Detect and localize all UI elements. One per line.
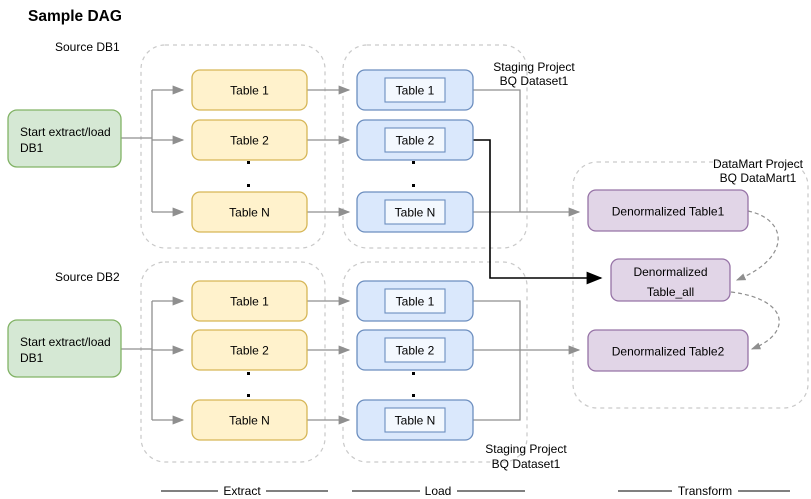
load-group1: Table 1 Table 2 Table N xyxy=(356,69,474,233)
start-node-db1: Start extract/load DB1 xyxy=(7,109,122,168)
denormalized-table2-box xyxy=(587,329,749,372)
extract2-table1-box xyxy=(191,280,308,322)
datamart-label-line1: DataMart Project xyxy=(713,157,804,171)
load-group2: Table 1 Table 2 Table N xyxy=(356,280,474,441)
start-node-db2-box xyxy=(7,319,122,378)
start-node-db2-line1: Start extract/load xyxy=(20,335,111,349)
transform-phase-label: Transform xyxy=(678,484,732,498)
connector-table-all-to-denorm-table2-curve xyxy=(730,291,780,350)
denormalized-table-all-line2: Table_all xyxy=(647,285,694,299)
extract-group2: Table 1 Table 2 Table N xyxy=(191,280,308,441)
extract1-table1-label: Table 1 xyxy=(230,83,269,97)
extract1-table2-label: Table 2 xyxy=(230,133,269,147)
phase-legend: Extract Load Transform xyxy=(161,484,790,498)
start-node-db1-line2: DB1 xyxy=(20,141,44,155)
denormalized-table1-box xyxy=(587,189,749,232)
load1-tableN-inner-box xyxy=(384,199,446,225)
staging-top-line2: BQ Dataset1 xyxy=(500,74,569,88)
connectors-extract-to-load xyxy=(307,85,351,425)
staging-bottom-line2: BQ Dataset1 xyxy=(492,457,561,471)
extract2-table2-label: Table 2 xyxy=(230,343,269,357)
load-group2-container xyxy=(342,261,528,463)
extract1-table1-box xyxy=(191,69,308,111)
source-db1-label: Source DB1 xyxy=(55,40,120,54)
connector-load2-merge xyxy=(473,300,521,421)
connectors-start1 xyxy=(121,85,185,217)
source-db2-label: Source DB2 xyxy=(55,270,120,284)
ellipsis-dot xyxy=(247,161,250,164)
extract2-tableN-box xyxy=(191,399,308,441)
load1-table2-label: Table 2 xyxy=(396,133,435,147)
connector-load1-table2-to-table-all xyxy=(473,139,603,285)
load-group1-container xyxy=(342,44,528,249)
connector-load1-table1-merge xyxy=(473,89,521,212)
load2-table2-inner-box xyxy=(384,337,446,363)
denormalized-table2-label: Denormalized Table2 xyxy=(612,345,725,359)
load2-tableN-inner-box xyxy=(384,407,446,433)
extract-phase-label: Extract xyxy=(223,484,261,498)
extract1-tableN-label: Table N xyxy=(229,205,270,219)
denormalized-table2-node: Denormalized Table2 xyxy=(587,329,749,372)
start-node-db2: Start extract/load DB1 xyxy=(7,319,122,378)
extract-group1: Table 1 Table 2 Table N xyxy=(191,69,308,233)
connector-denorm-table1-to-table-all-curve xyxy=(735,210,779,281)
ellipsis-dot xyxy=(412,394,415,397)
ellipsis-dot xyxy=(247,394,250,397)
ellipsis-dot xyxy=(412,184,415,187)
ellipsis-dot xyxy=(247,184,250,187)
load2-tableN-label: Table N xyxy=(395,413,436,427)
start-node-db1-line1: Start extract/load xyxy=(20,125,111,139)
extract2-table2-box xyxy=(191,329,308,371)
load-phase-label: Load xyxy=(425,484,452,498)
denormalized-table-all-line1: Denormalized xyxy=(633,265,707,279)
ellipsis-dot xyxy=(412,372,415,375)
start-node-db2-line2: DB1 xyxy=(20,351,44,365)
connectors-load2-to-datamart xyxy=(473,300,581,421)
extract1-table2-box xyxy=(191,119,308,161)
staging-label-bottom: Staging Project BQ Dataset1 xyxy=(485,442,567,471)
extract2-table1-label: Table 1 xyxy=(230,294,269,308)
load1-table2-inner-box xyxy=(384,127,446,153)
denormalized-table1-label: Denormalized Table1 xyxy=(612,205,725,219)
extract-group2-container xyxy=(140,261,326,463)
load1-table1-inner-box xyxy=(384,77,446,103)
datamart-label: DataMart Project BQ DataMart1 xyxy=(713,157,804,185)
staging-label-top: Staging Project BQ Dataset1 xyxy=(493,60,575,88)
ellipsis-dot xyxy=(247,372,250,375)
extract-group1-container xyxy=(140,44,326,249)
extract1-tableN-box xyxy=(191,191,308,233)
datamart-label-line2: BQ DataMart1 xyxy=(720,171,797,185)
denormalized-table1-node: Denormalized Table1 xyxy=(587,189,749,232)
connectors-start2 xyxy=(121,296,185,425)
load2-table1-inner-box xyxy=(384,288,446,314)
staging-top-line1: Staging Project xyxy=(493,60,575,74)
load1-table1-label: Table 1 xyxy=(396,83,435,97)
load1-tableN-label: Table N xyxy=(395,205,436,219)
staging-bottom-line1: Staging Project xyxy=(485,442,567,456)
load2-table1-label: Table 1 xyxy=(396,294,435,308)
denormalized-table-all-node: Denormalized Table_all xyxy=(610,258,731,302)
datamart-group-container xyxy=(572,161,809,409)
page-title: Sample DAG xyxy=(28,8,122,25)
extract2-tableN-label: Table N xyxy=(229,413,270,427)
ellipsis-dot xyxy=(412,161,415,164)
denormalized-table-all-box xyxy=(610,258,731,302)
start-node-db1-box xyxy=(7,109,122,168)
connectors-load1-to-datamart xyxy=(473,89,603,285)
load2-table2-label: Table 2 xyxy=(396,343,435,357)
